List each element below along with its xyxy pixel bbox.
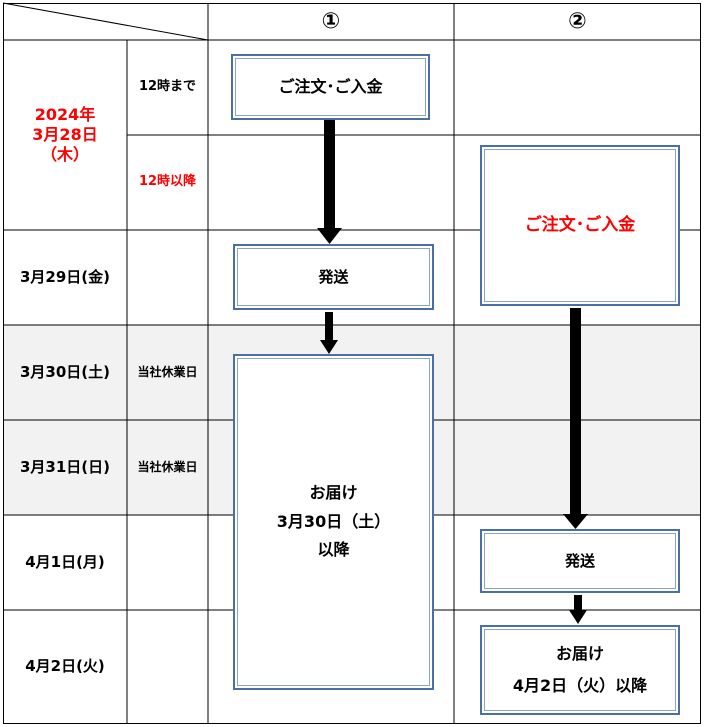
flow2-deliver-line1: お届け [555,644,604,663]
flow1-order-box: ご注文･ご入金 [231,54,430,120]
flow1-deliver-line3: 以降 [317,540,350,560]
flow1-ship-label: 発送 [318,267,349,286]
date-label-0331: 3月31日(日) [19,458,111,477]
date-label-0329: 3月29日(金) [19,268,111,287]
slot-label-after-noon: 12時以降 [138,174,197,190]
header-diagonal [2,2,209,41]
flow2-deliver-line2: 4月2日（火）以降 [512,676,648,695]
flow2-order-label: ご注文･ご入金 [524,215,636,236]
flow2-ship-label: 発送 [564,551,595,570]
date-label-0330: 3月30日(土) [19,363,111,382]
date-label-0401: 4月1日(月) [25,553,105,572]
flow2-deliver-box: お届け 4月2日（火）以降 [480,625,680,715]
column-header-2: ② [568,8,587,34]
grid-border [3,3,701,724]
flow1-deliver-box: お届け 3月30日（土） 以降 [233,354,434,690]
flow2-order-box: ご注文･ご入金 [480,145,680,306]
date-label-0328: 2024年 3月28日 （木） [32,105,98,164]
date-label-0402: 4月2日(火) [25,657,105,676]
flow2-ship-box: 発送 [480,529,680,593]
column-header-1: ① [321,8,341,34]
flow1-deliver-line1: お届け [309,482,358,502]
flow1-order-label: ご注文･ご入金 [278,76,383,96]
slot-label-holiday-0330: 当社休業日 [137,365,198,379]
slot-label-holiday-0331: 当社休業日 [137,460,198,474]
flow1-ship-box: 発送 [233,244,434,310]
slot-label-before-noon: 12時まで [138,79,197,95]
flow1-deliver-line2: 3月30日（土） [276,511,391,531]
